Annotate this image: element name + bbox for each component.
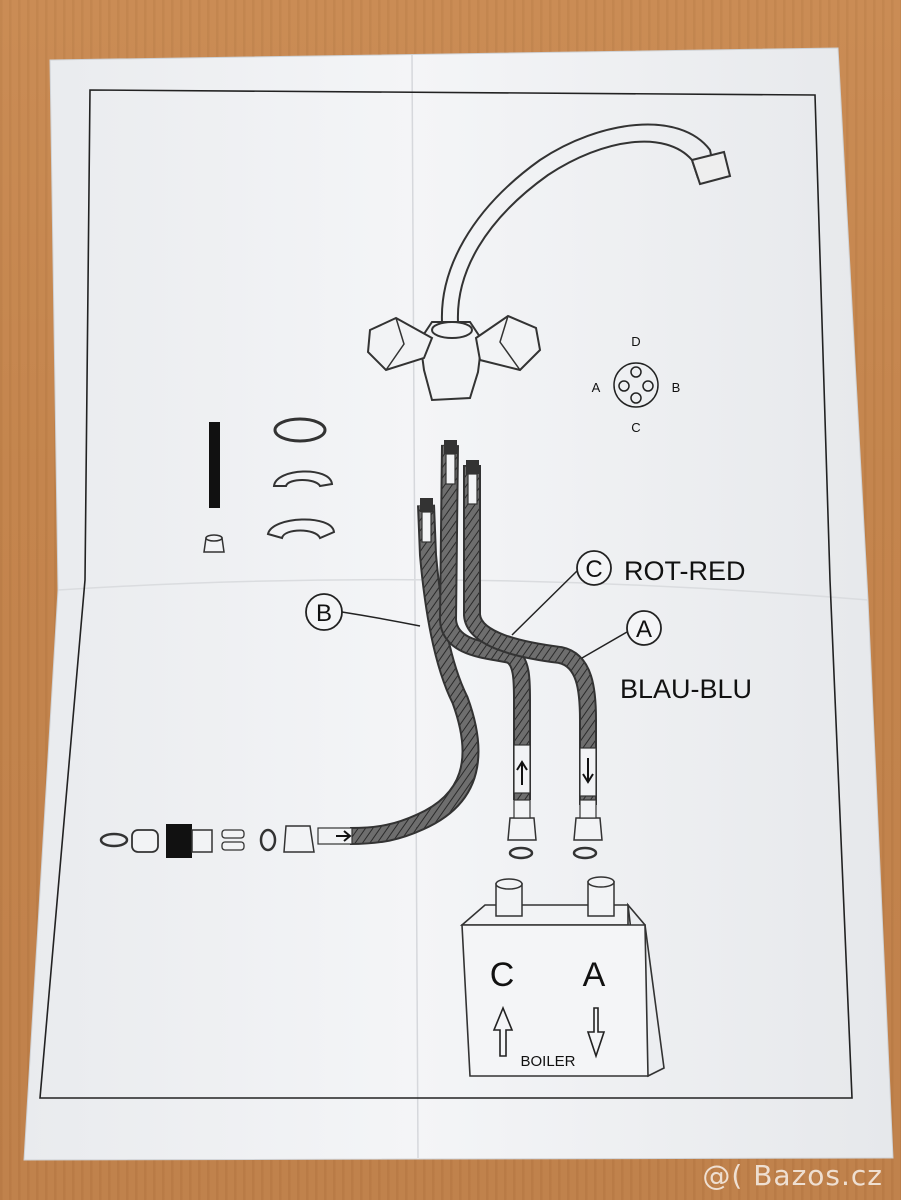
hose-c-washer [508, 846, 534, 860]
mounting-rod [209, 422, 220, 508]
callout-b-letter: B [316, 600, 332, 627]
callout-c-letter: C [585, 556, 602, 583]
port-label-b: B [672, 380, 681, 395]
fitting-sleeve [131, 829, 159, 853]
callout-b: B [305, 593, 421, 631]
mounting-parts [203, 417, 336, 553]
port-diagram: D A B C [592, 334, 681, 435]
boiler-arrow-up [492, 1005, 514, 1057]
hose-a-nut [573, 817, 603, 841]
fitting-washer-1 [99, 832, 129, 848]
faucet [366, 123, 732, 402]
watermark: @( Bazos.cz [702, 1159, 883, 1192]
faucet-aerator [690, 150, 732, 186]
faucet-spout [440, 123, 717, 323]
callout-a-letter: A [636, 616, 652, 643]
fitting-screw-1 [221, 829, 245, 839]
fitting-assembly [99, 824, 315, 858]
fitting-washer-2 [259, 828, 277, 852]
callout-c: C ROT-RED [511, 550, 746, 636]
boiler-label-a: A [583, 956, 606, 994]
boiler-label-c: C [490, 956, 515, 994]
hose-c-nut [507, 817, 537, 841]
callout-a-text: BLAU-BLU [620, 674, 752, 704]
port-label-a: A [592, 380, 601, 395]
hose-a-washer [572, 846, 598, 860]
port-label-d: D [631, 334, 640, 349]
horseshoe-washer-1 [272, 470, 334, 488]
boiler-label: BOILER [520, 1053, 575, 1070]
fold-line-vertical [411, 54, 419, 1159]
hose-a [463, 460, 603, 860]
boiler-arrow-down [586, 1007, 606, 1059]
hose-c [438, 440, 537, 860]
hose-b [317, 498, 480, 845]
horseshoe-washer-2 [266, 518, 336, 540]
gasket-ring [273, 417, 327, 443]
callout-a: A BLAU-BLU [581, 610, 752, 704]
paper-sheet [23, 47, 894, 1161]
callout-c-text: ROT-RED [624, 556, 746, 586]
fitting-nut-black [166, 824, 192, 858]
port-label-c: C [631, 420, 640, 435]
diagram-border [39, 89, 853, 1099]
fitting-screw-2 [221, 841, 245, 851]
boiler: C A BOILER [459, 876, 665, 1078]
fitting-nut-white [283, 825, 315, 853]
